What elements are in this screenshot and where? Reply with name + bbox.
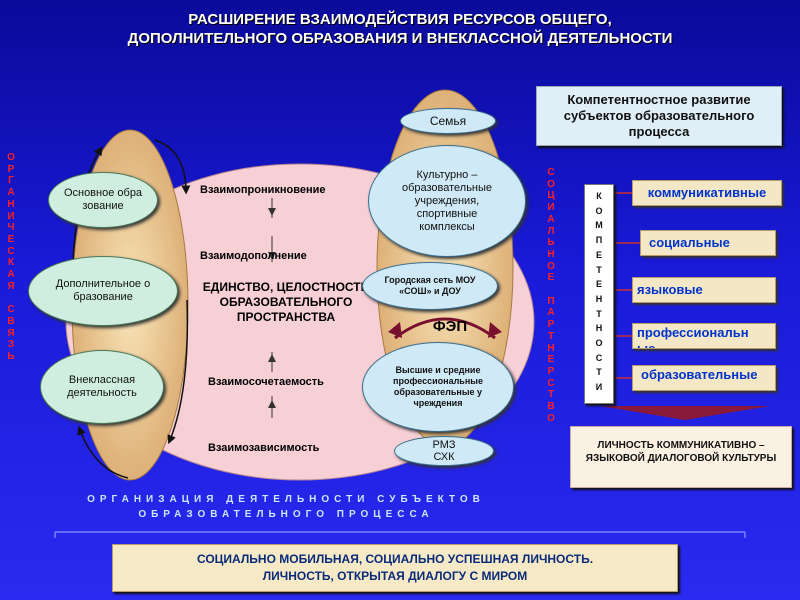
left-cycle-arrow-top [154, 139, 191, 195]
competence-item-language: языковые [632, 277, 776, 303]
fep-arrow-head-right [488, 322, 502, 338]
node-family-label: Семья [429, 114, 467, 128]
label-interdependence: Взаимозависимость [208, 442, 320, 454]
organization-caption-line-1: ОРГАНИЗАЦИЯ ДЕЯТЕЛЬНОСТИ СУБЪЕКТОВ [87, 494, 485, 505]
title-line-1: РАСШИРЕНИЕ ВЗАИМОДЕЙСТВИЯ РЕСУРСОВ ОБЩЕГ… [188, 11, 612, 28]
label-complementarity: Взаимодополнение [200, 250, 307, 262]
node-basic-education-label: Основное образование [63, 187, 143, 212]
node-additional-education: Дополнительное образование [28, 256, 178, 326]
organization-caption: ОРГАНИЗАЦИЯ ДЕЯТЕЛЬНОСТИ СУБЪЕКТОВ ОБРАЗ… [36, 492, 536, 522]
competence-item-professional: профессиональные [632, 323, 776, 349]
competence-header: Компетентностное развитие субъектов обра… [536, 86, 782, 146]
left-cycle-arrow-right [167, 299, 189, 445]
node-extracurricular: Внеклассная деятельность [40, 350, 164, 424]
node-city-net: Городская сеть МОУ «СОШ» и ДОУ [362, 262, 498, 310]
footer-box: СОЦИАЛЬНО МОБИЛЬНАЯ, СОЦИАЛЬНО УСПЕШНАЯ … [112, 544, 678, 592]
node-rmz: РМЗ СХК [394, 436, 494, 466]
node-basic-education: Основное образование [48, 172, 158, 228]
node-rmz-label: РМЗ СХК [432, 439, 456, 463]
node-culture: Культурно – образовательные учреждения, … [368, 145, 526, 257]
left-cycle-arrow-bottom [77, 425, 129, 479]
competence-item-professional-label: профессиональные [637, 325, 749, 349]
center-arrowhead-2 [268, 252, 276, 260]
competence-result-text: ЛИЧНОСТЬ КОММУНИКАТИВНО – ЯЗЫКОВОЙ ДИАЛО… [585, 440, 777, 464]
label-interpenetration: Взаимопроникновение [200, 184, 326, 196]
competence-item-educational: образовательные [632, 365, 776, 391]
label-compatibility: Взаимосочетаемость [208, 376, 324, 388]
node-fep: ФЭП [432, 318, 468, 335]
node-family: Семья [400, 108, 496, 134]
competence-item-social-label: социальные [649, 235, 730, 250]
competence-item-social: социальные [640, 230, 776, 256]
fep-arrow-head-left [388, 322, 402, 338]
title-line-2: ДОПОЛНИТЕЛЬНОГО ОБРАЗОВАНИЯ И ВНЕКЛАССНО… [127, 30, 673, 47]
competence-item-educational-label: образовательные [641, 367, 758, 382]
competence-header-text: Компетентностное развитие субъектов обра… [563, 92, 755, 139]
competence-item-communicative-label: коммуникативные [647, 185, 767, 200]
comp-down-arrow [600, 406, 770, 420]
node-higher-education: Высшие и средние профессиональные образо… [362, 342, 514, 432]
organization-caption-line-2: ОБРАЗОВАТЕЛЬНОГО ПРОЦЕССА [138, 509, 434, 520]
center-arrowhead-3 [268, 354, 276, 362]
competence-result-box: ЛИЧНОСТЬ КОММУНИКАТИВНО – ЯЗЫКОВОЙ ДИАЛО… [570, 426, 792, 488]
competence-item-language-label: языковые [637, 282, 703, 297]
node-additional-education-label: Дополнительное образование [55, 278, 151, 303]
label-unity: ЕДИНСТВО, ЦЕЛОСТНОСТЬ ОБРАЗОВАТЕЛЬНОГО П… [202, 280, 370, 324]
footer-line-2: ЛИЧНОСТЬ, ОТКРЫТАЯ ДИАЛОГУ С МИРОМ [262, 569, 528, 583]
center-arrowhead-1 [268, 208, 276, 216]
footer-line-1: СОЦИАЛЬНО МОБИЛЬНАЯ, СОЦИАЛЬНО УСПЕШНАЯ … [196, 552, 594, 566]
competence-item-communicative: коммуникативные [632, 180, 782, 206]
node-higher-education-label: Высшие и средние профессиональные образо… [393, 365, 483, 408]
node-extracurricular-label: Внеклассная деятельность [67, 374, 137, 399]
slide-title: РАСШИРЕНИЕ ВЗАИМОДЕЙСТВИЯ РЕСУРСОВ ОБЩЕГ… [40, 10, 760, 48]
node-city-net-label: Городская сеть МОУ «СОШ» и ДОУ [384, 275, 476, 296]
center-arrowhead-4 [268, 400, 276, 408]
fep-cycle-arrow [394, 317, 496, 340]
node-culture-label: Культурно – образовательные учреждения, … [401, 168, 493, 233]
